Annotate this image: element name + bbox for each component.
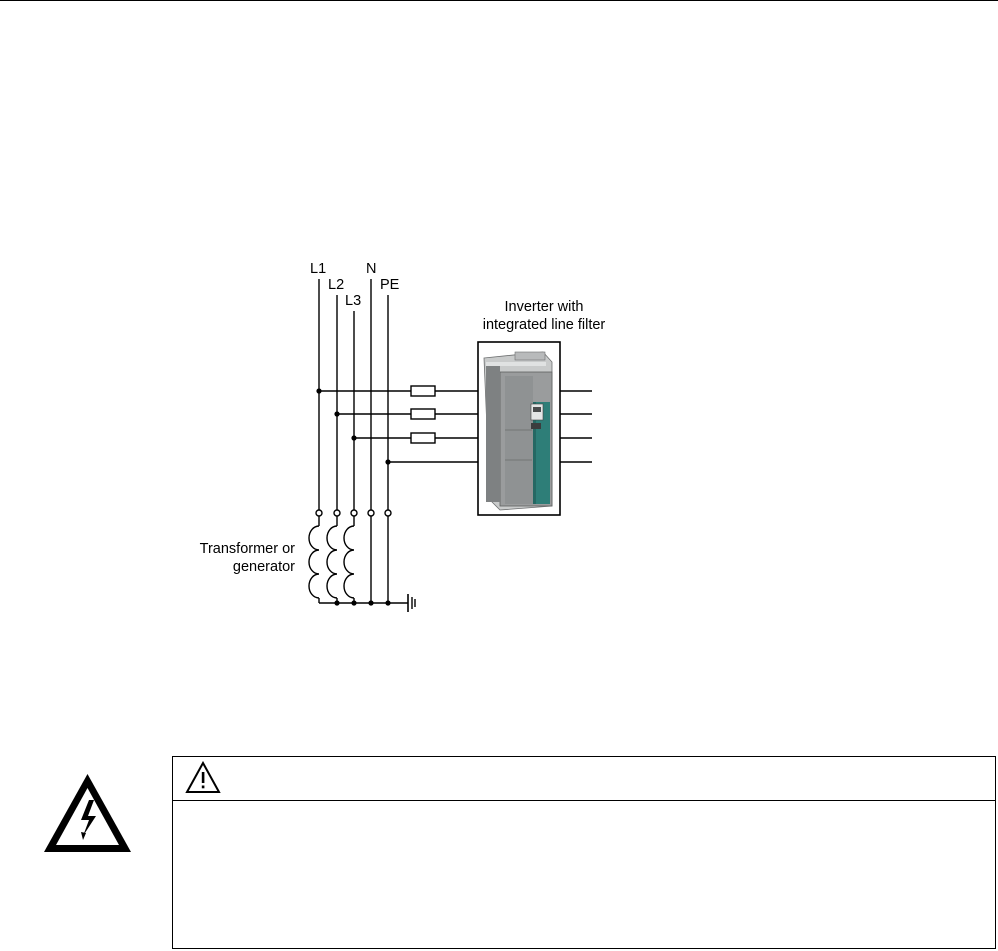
- warning-notice-header: [173, 757, 995, 801]
- label-n: N: [366, 261, 376, 277]
- inverter-frame: [477, 341, 561, 516]
- warning-notice: [172, 756, 996, 949]
- fuse-l3: [410, 432, 436, 444]
- source-caption-line2: generator: [233, 559, 295, 575]
- caution-triangle-icon: [185, 761, 221, 793]
- inverter-caption-line2: integrated line filter: [483, 317, 606, 333]
- label-l3: L3: [345, 293, 361, 309]
- label-l1: L1: [310, 261, 326, 277]
- inverter-caption-line1: Inverter with: [505, 299, 584, 315]
- source-caption-line1: Transformer or: [200, 541, 296, 557]
- fuse-l2: [410, 408, 436, 420]
- high-voltage-warning-icon: [44, 774, 131, 852]
- inverter-device-image: [483, 351, 553, 511]
- winding-3: [343, 525, 355, 599]
- page-top-rule: [0, 0, 998, 1]
- label-l2: L2: [328, 277, 344, 293]
- winding-2: [326, 525, 338, 599]
- supply-diagram: L1 L2 L3 N PE Inverter with integrated l…: [200, 261, 606, 612]
- winding-1: [308, 525, 320, 599]
- label-pe: PE: [380, 277, 400, 293]
- fuse-l1: [410, 385, 436, 397]
